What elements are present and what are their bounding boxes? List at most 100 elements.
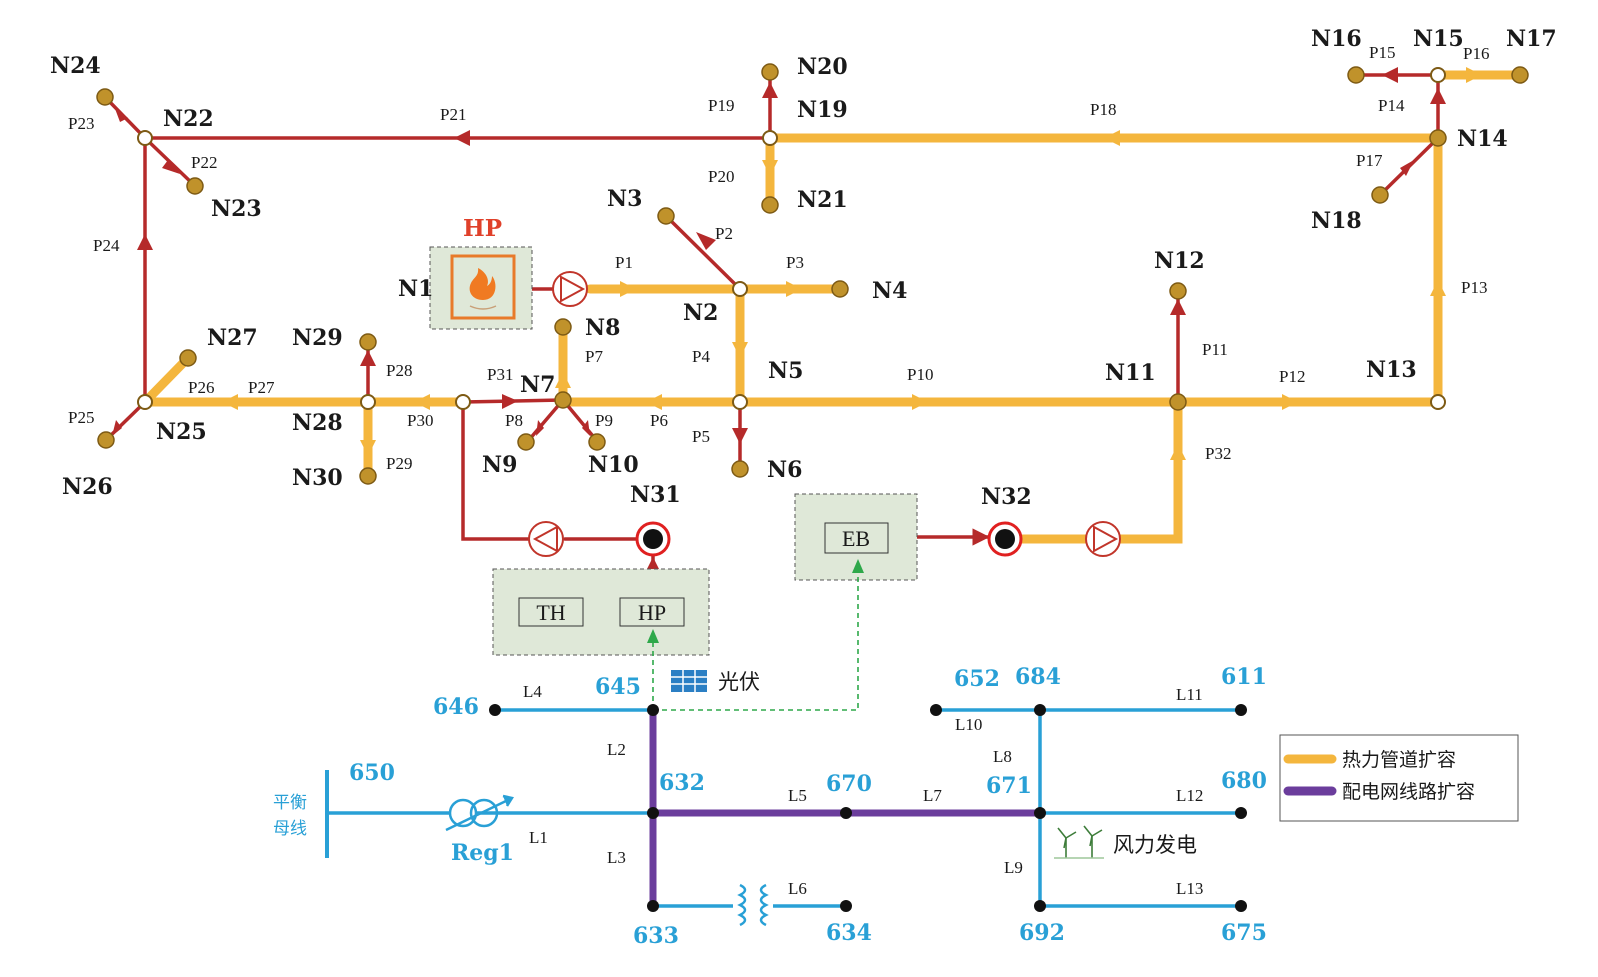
label-n18: N18 <box>1311 208 1362 234</box>
node-n25[interactable] <box>137 394 153 410</box>
node-n7[interactable] <box>554 391 572 409</box>
label-n26: N26 <box>62 474 113 500</box>
node-n27[interactable] <box>179 349 197 367</box>
node-n13[interactable] <box>1430 394 1446 410</box>
th-hp-group <box>492 568 710 656</box>
pipe-n31-return <box>461 400 532 541</box>
node-n28[interactable] <box>360 394 376 410</box>
hp-unit-n1 <box>429 246 533 330</box>
node-n26[interactable] <box>97 431 115 449</box>
node-n15[interactable] <box>1430 67 1446 83</box>
th-box <box>518 597 584 627</box>
legend-label-heat: 热力管道扩容 <box>1342 749 1456 771</box>
node-n8[interactable] <box>554 318 572 336</box>
label-p27: P27 <box>248 378 275 397</box>
regulator-label: Reg1 <box>451 840 514 866</box>
wind-turbine-icon <box>1054 825 1104 859</box>
wind-label: 风力发电 <box>1113 833 1197 857</box>
label-l8: L8 <box>993 747 1012 766</box>
bus-652[interactable] <box>930 704 942 716</box>
label-p14: P14 <box>1378 96 1405 115</box>
balance-bus-label-2: 母线 <box>273 819 307 839</box>
label-bus-633: 633 <box>633 923 679 949</box>
bus-632[interactable] <box>647 807 659 819</box>
label-n3: N3 <box>607 186 642 212</box>
line-labels: L1 L2 L3 L4 L5 L6 L7 L8 L9 L10 L11 L12 L… <box>523 682 1203 898</box>
legend: 热力管道扩容 配电网线路扩容 <box>1279 734 1519 822</box>
label-n21: N21 <box>797 187 848 213</box>
bus-675[interactable] <box>1235 900 1247 912</box>
node-labels: N1 N2 N3 N4 N5 N6 N7 N8 N9 N10 N11 N12 N… <box>50 26 1557 510</box>
pump-n1-icon <box>552 271 588 307</box>
node-n10[interactable] <box>588 433 606 451</box>
label-n22: N22 <box>163 106 214 132</box>
label-bus-650: 650 <box>349 760 395 786</box>
label-bus-675: 675 <box>1221 920 1267 946</box>
label-l11: L11 <box>1176 685 1203 704</box>
label-p10: P10 <box>907 365 933 384</box>
bus-labels: 611 632 633 634 645 646 650 652 670 671 … <box>349 664 1267 949</box>
node-n23[interactable] <box>186 177 204 195</box>
label-l6: L6 <box>788 879 807 898</box>
label-l9: L9 <box>1004 858 1023 877</box>
bus-692[interactable] <box>1034 900 1046 912</box>
bus-634[interactable] <box>840 900 852 912</box>
bus-633[interactable] <box>647 900 659 912</box>
bus-646[interactable] <box>489 704 501 716</box>
bus-680[interactable] <box>1235 807 1247 819</box>
node-n22[interactable] <box>137 130 153 146</box>
label-p2: P2 <box>715 224 733 243</box>
node-n2[interactable] <box>732 281 748 297</box>
label-p29: P29 <box>386 454 412 473</box>
bus-684[interactable] <box>1034 704 1046 716</box>
bus-645[interactable] <box>647 704 659 716</box>
label-p13: P13 <box>1461 278 1487 297</box>
pipe-p9 <box>561 398 599 443</box>
bus-671[interactable] <box>1034 807 1046 819</box>
node-n32[interactable] <box>987 521 1023 557</box>
node-n29[interactable] <box>359 333 377 351</box>
label-n27: N27 <box>207 325 258 351</box>
label-p31: P31 <box>487 365 513 384</box>
node-n3[interactable] <box>657 207 675 225</box>
legend-label-power: 配电网线路扩容 <box>1342 781 1475 803</box>
node-n31[interactable] <box>635 521 671 557</box>
node-n17[interactable] <box>1511 66 1529 84</box>
label-n16: N16 <box>1311 26 1362 52</box>
node-n16[interactable] <box>1347 66 1365 84</box>
label-n9: N9 <box>482 452 517 478</box>
node-n4[interactable] <box>831 280 849 298</box>
node-n18[interactable] <box>1371 186 1389 204</box>
label-n23: N23 <box>211 196 262 222</box>
node-n14[interactable] <box>1429 129 1447 147</box>
bus-670[interactable] <box>840 807 852 819</box>
bus-611[interactable] <box>1235 704 1247 716</box>
label-bus-692: 692 <box>1019 920 1065 946</box>
node-n21[interactable] <box>761 196 779 214</box>
label-bus-646: 646 <box>433 694 479 720</box>
label-n28: N28 <box>292 410 343 436</box>
label-p16: P16 <box>1463 44 1489 63</box>
label-n25: N25 <box>156 419 207 445</box>
label-p6: P6 <box>650 411 668 430</box>
label-n6: N6 <box>767 457 802 483</box>
pipe-labels: P1 P2 P3 P4 P5 P6 P7 P8 P9 P10 P11 P12 P… <box>68 43 1489 473</box>
node-n19[interactable] <box>762 130 778 146</box>
label-n8: N8 <box>585 315 620 341</box>
label-p26: P26 <box>188 378 214 397</box>
solar-panel-icon <box>671 670 707 692</box>
node-n12[interactable] <box>1169 282 1187 300</box>
node-n20[interactable] <box>761 63 779 81</box>
node-n24[interactable] <box>96 88 114 106</box>
node-n6[interactable] <box>731 460 749 478</box>
node-n30[interactable] <box>359 467 377 485</box>
label-bus-670: 670 <box>826 771 872 797</box>
node-n5[interactable] <box>732 394 748 410</box>
pipe-p32 <box>1000 397 1183 544</box>
label-n4: N4 <box>872 278 907 304</box>
th-label: TH <box>536 600 565 625</box>
node-n-junction-30[interactable] <box>455 394 471 410</box>
node-n9[interactable] <box>517 433 535 451</box>
label-p32: P32 <box>1205 444 1231 463</box>
node-n11[interactable] <box>1169 393 1187 411</box>
